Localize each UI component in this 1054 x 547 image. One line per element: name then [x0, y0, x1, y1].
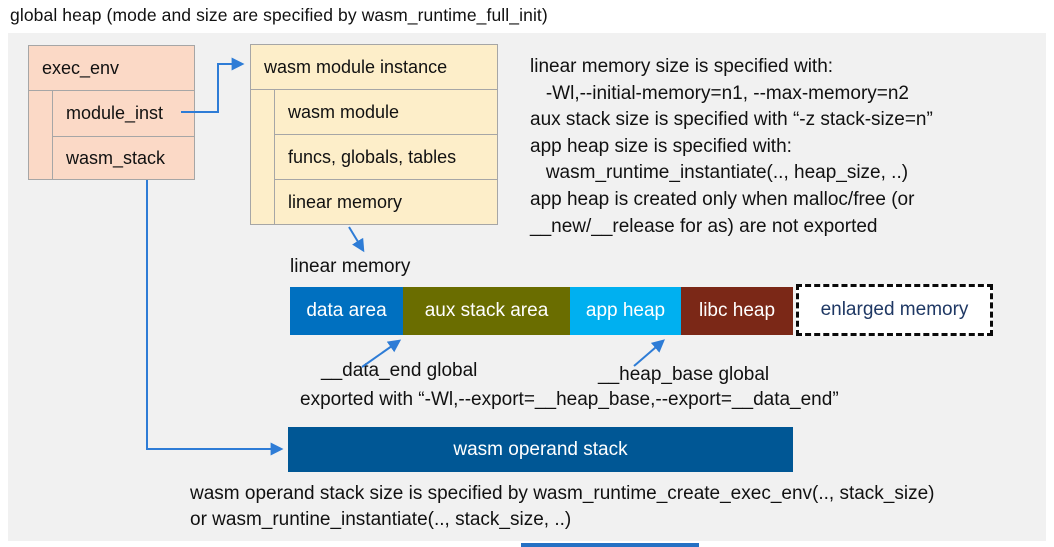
operand-stack-bar: wasm operand stack	[288, 427, 793, 472]
note-line: __new/__release for as) are not exported	[530, 215, 878, 237]
operand-stack-note: wasm operand stack size is specified by …	[190, 481, 935, 532]
exec-env-header: exec_env	[29, 46, 194, 91]
heap-base-global-label: __heap_base global	[598, 364, 770, 385]
page-title: global heap (mode and size are specified…	[10, 5, 548, 25]
linear-memory-field: linear memory	[274, 179, 498, 225]
notes-block: linear memory size is specified with: -W…	[530, 54, 1042, 240]
export-note: exported with “-Wl,--export=__heap_base,…	[300, 389, 839, 410]
segment-aux-stack-area: aux stack area	[403, 287, 570, 335]
exec-env-box: exec_env module_inst wasm_stack	[28, 45, 195, 180]
note-line: app heap size is specified with:	[530, 135, 792, 157]
note-line: app heap is created only when malloc/fre…	[530, 188, 915, 210]
segment-data-area: data area	[290, 287, 403, 335]
wasm-stack-field: wasm_stack	[52, 136, 195, 180]
note-line: linear memory size is specified with:	[530, 56, 834, 77]
operand-note-line1: wasm operand stack size is specified by …	[190, 483, 935, 504]
data-end-global-label: __data_end global	[321, 360, 478, 381]
note-line: wasm_runtime_instantiate(.., heap_size, …	[530, 162, 909, 184]
note-line: aux stack size is specified with “-z sta…	[530, 109, 933, 131]
funcs-globals-tables-field: funcs, globals, tables	[274, 134, 498, 180]
segment-app-heap: app heap	[570, 287, 681, 335]
note-line: -Wl,--initial-memory=n1, --max-memory=n2	[530, 82, 909, 104]
module-instance-box: wasm module instance wasm module funcs, …	[250, 44, 498, 225]
segment-libc-heap: libc heap	[681, 287, 793, 335]
wasm-module-field: wasm module	[274, 89, 498, 135]
bottom-accent-bar	[521, 543, 699, 547]
module-inst-field: module_inst	[52, 90, 195, 137]
module-instance-header: wasm module instance	[251, 45, 497, 90]
enlarged-memory-box: enlarged memory	[796, 284, 993, 336]
linear-memory-label: linear memory	[290, 256, 411, 277]
operand-note-line2: or wasm_runtine_instantiate(.., stack_si…	[190, 508, 572, 530]
